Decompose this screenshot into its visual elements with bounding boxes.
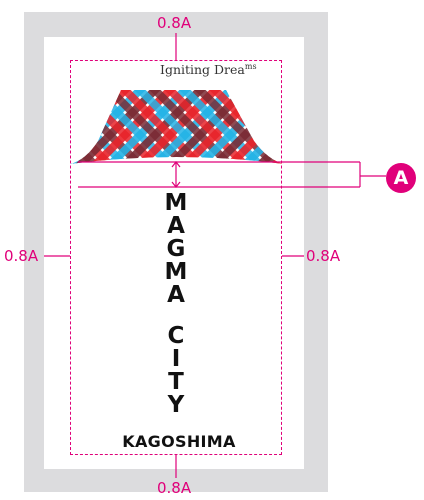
location-text: KAGOSHIMA bbox=[122, 432, 236, 451]
tagline-superscript: ms bbox=[244, 62, 257, 71]
tagline: Igniting Dreams bbox=[160, 62, 257, 77]
dimension-lines bbox=[44, 33, 386, 478]
tagline-text: Igniting Drea bbox=[160, 62, 245, 78]
clear-space-guide bbox=[70, 60, 282, 455]
left-spacing-label: 0.8A bbox=[4, 247, 39, 265]
bottom-spacing-label: 0.8A bbox=[157, 479, 192, 497]
callout-badge: A bbox=[386, 163, 416, 193]
top-spacing-label: 0.8A bbox=[157, 14, 192, 32]
right-spacing-label: 0.8A bbox=[306, 247, 341, 265]
